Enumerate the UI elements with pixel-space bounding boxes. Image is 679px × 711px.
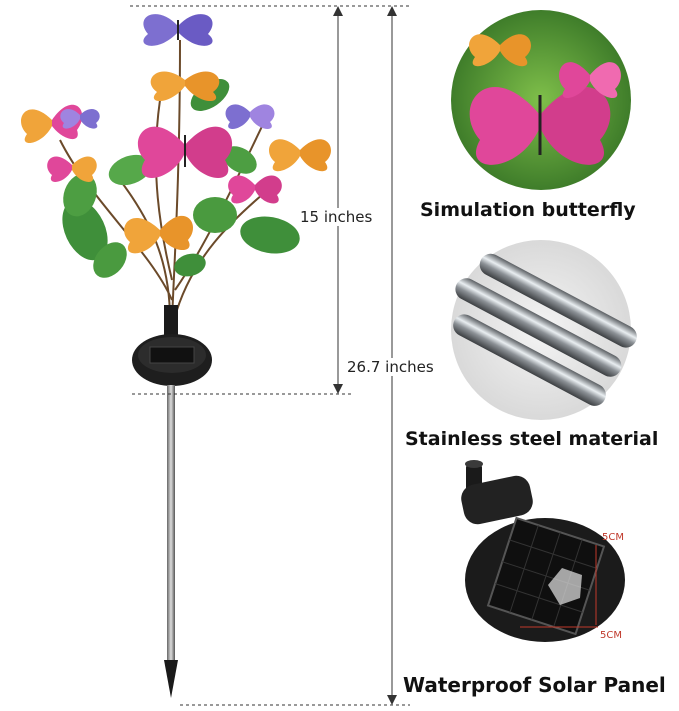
steel-stake <box>167 385 175 665</box>
solar-panel-photo <box>461 460 625 642</box>
solar-feature-label: Waterproof Solar Panel <box>403 673 666 697</box>
plant-height-label: 15 inches <box>300 208 373 226</box>
total-height-label: 26.7 inches <box>347 358 434 376</box>
solar-base <box>132 305 212 386</box>
solar-side-size: 5CM <box>602 532 624 543</box>
steel-photo <box>451 240 637 420</box>
solar-bottom-size: 5CM <box>600 630 622 641</box>
butterfly-feature-label: Simulation butterfly <box>420 199 636 221</box>
stake-tip <box>164 660 178 698</box>
dimension-lines <box>130 5 410 706</box>
plant-leaves <box>62 79 300 278</box>
dimension-arrows <box>333 6 397 705</box>
butterfly-photo <box>451 10 631 190</box>
butterflies <box>21 14 331 254</box>
steel-feature-label: Stainless steel material <box>405 428 659 450</box>
